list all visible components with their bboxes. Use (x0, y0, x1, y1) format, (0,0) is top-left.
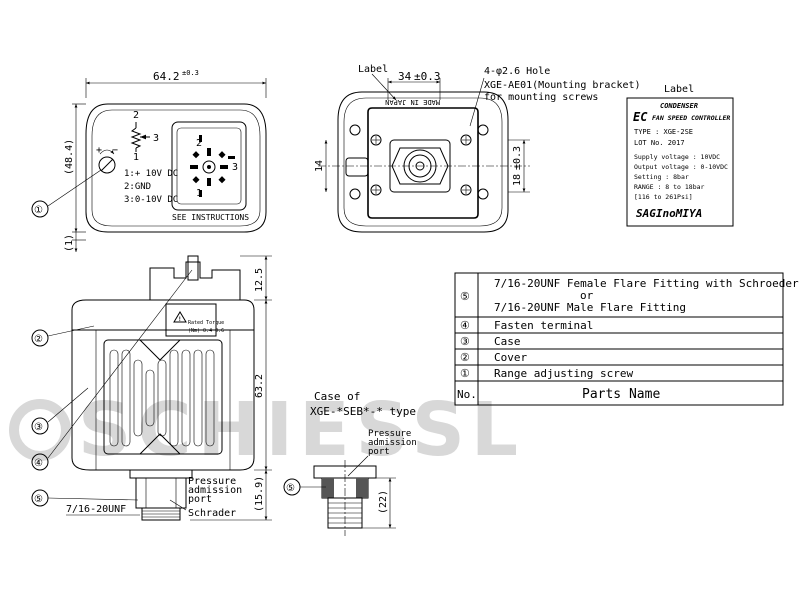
terminal-label-3: 3 (232, 162, 238, 173)
bottom-dim-14: 14 (314, 160, 325, 172)
row-name: Cover (494, 351, 527, 364)
label-controller: FAN SPEED CONTROLLER (652, 114, 730, 122)
terminal-label-2: 2 (196, 138, 202, 149)
thread-hatch (142, 510, 180, 518)
top-offset-dim: (1) (64, 234, 75, 252)
dim-22: (22) (378, 490, 389, 514)
row-no: ③ (460, 335, 470, 348)
plus-sign: + (96, 145, 102, 156)
front-pressure-2: admission (188, 485, 242, 496)
table-row: ④ Fasten terminal (460, 319, 593, 332)
top-width-dim: 64.2 (153, 70, 180, 83)
row-name: 7/16-20UNF Female Flare Fitting with Sch… (494, 277, 799, 290)
bottom-width-tol: ±0.3 (414, 70, 441, 83)
watermark: SCHIESSL (9, 387, 524, 473)
label-psi: [116 to 261Psi] (634, 193, 693, 201)
svg-text:!: ! (178, 316, 182, 323)
header-name: Parts Name (582, 387, 660, 402)
warning-line-1: Rated Torque (188, 320, 224, 326)
case-view: Case of XGE-*SEB*-* type Pressure admiss… (283, 390, 417, 536)
row-name: Range adjusting screw (494, 367, 633, 380)
watermark-text: SCHIESSL (78, 387, 524, 473)
front-callout-5: ⑤ (34, 494, 43, 505)
case-callout-5: ⑤ (286, 483, 295, 494)
pot-label-1: 1 (133, 152, 139, 163)
mounting-hole-icon (477, 188, 489, 200)
label-output: Output voltage : 0-10VDC (634, 163, 728, 171)
bottom-width-dim: 34 (398, 70, 412, 83)
front-callout-4: ④ (34, 458, 43, 469)
range-screw-icon (98, 156, 116, 174)
bottom-dim-18: 18 (512, 174, 523, 186)
bottom-view: Label 34 ±0.3 4-φ2.6 Hole XGE-AE01(Mount… (314, 64, 641, 233)
table-row: ③ Case (460, 335, 521, 348)
hole-note: 4-φ2.6 Hole (484, 66, 550, 77)
connector-pins-icon (190, 148, 228, 186)
table-row: ② Cover (460, 351, 527, 364)
table-row: ① Range adjusting screw (460, 367, 633, 380)
minus-sign: − (112, 145, 118, 156)
label-panel: Label CONDENSER EC FAN SPEED CONTROLLER … (626, 84, 734, 227)
row-no: ② (460, 351, 470, 364)
legend-line-2: 2:GND (124, 182, 151, 192)
front-callout-3: ③ (34, 422, 43, 433)
row-no: ④ (460, 319, 470, 332)
label-type: TYPE : XGE-2SE (634, 128, 693, 136)
label-caption: Label (664, 84, 694, 95)
label-brand-logo: SAGInoMIYA (636, 207, 702, 220)
bracket-note-1: XGE-AE01(Mounting bracket) (484, 80, 641, 91)
pot-label-2: 2 (133, 110, 139, 121)
top-callout-1: ① (34, 205, 43, 216)
label-lot: LOT No. 2017 (634, 139, 685, 147)
bottom-dim-18-tol: ±0.3 (512, 146, 523, 170)
mounting-hole-icon (477, 124, 489, 136)
row-name: Case (494, 335, 521, 348)
front-view: ! Rated Torque (Nm) 0.4~0.6 (31, 255, 272, 521)
row-name-alt: 7/16-20UNF Male Flare Fitting (494, 301, 686, 314)
bracket-note-2: for mounting screws (484, 92, 598, 103)
row-no: ① (460, 367, 470, 380)
watermark-logo-icon (9, 399, 71, 461)
label-logo-ec: EC (633, 110, 648, 124)
dim-12-5: 12.5 (254, 268, 265, 292)
front-pressure-3: port (188, 494, 212, 505)
label-setting: Setting : 8bar (634, 173, 689, 181)
case-title-2: XGE-*SEB*-* type (310, 405, 416, 418)
case-pressure-2: admission (368, 438, 417, 448)
front-pressure-1: Pressure (188, 476, 236, 487)
legend-line-3: 3:0-10V DC (124, 195, 178, 205)
warning-icon (173, 311, 187, 323)
row-no: ⑤ (460, 290, 470, 303)
parts-table: ⑤ 7/16-20UNF Female Flare Fitting with S… (454, 272, 799, 406)
warning-line-2: (Nm) 0.4~0.6 (188, 328, 224, 334)
top-width-tol: ±0.3 (182, 69, 199, 77)
dim-63-2: 63.2 (254, 374, 265, 398)
legend-line-1: 1:+ 10V DC (124, 169, 178, 179)
case-pressure-1: Pressure (368, 429, 411, 439)
bottom-label-caption: Label (358, 64, 388, 75)
case-title-1: Case of (314, 390, 360, 403)
dim-15-9: (15.9) (254, 476, 265, 512)
front-callout-2: ② (34, 334, 43, 345)
made-in-japan: MADE IN JAPAN (385, 98, 440, 106)
thread-label: 7/16-20UNF (66, 504, 126, 515)
table-header: No. Parts Name (457, 387, 660, 402)
top-view: 64.2 ±0.3 (48.4) (1) + − ① 2 1 3 1:+ 10V… (31, 69, 267, 252)
mounting-hole-icon (349, 188, 361, 200)
pot-label-3: 3 (153, 133, 159, 144)
row-name-or: or (580, 289, 594, 302)
label-condenser: CONDENSER (660, 102, 698, 110)
mounting-hole-icon (349, 124, 361, 136)
top-height-dim: (48.4) (64, 139, 75, 175)
table-row: ⑤ 7/16-20UNF Female Flare Fitting with S… (460, 277, 799, 314)
header-no: No. (457, 388, 477, 401)
row-name: Fasten terminal (494, 319, 593, 332)
label-supply: Supply voltage : 10VDC (634, 153, 720, 161)
schrader-label: Schrader (188, 508, 236, 519)
case-pressure-3: port (368, 447, 390, 457)
label-range: RANGE : 8 to 18bar (634, 183, 705, 191)
see-instructions: SEE INSTRUCTIONS (172, 213, 249, 222)
